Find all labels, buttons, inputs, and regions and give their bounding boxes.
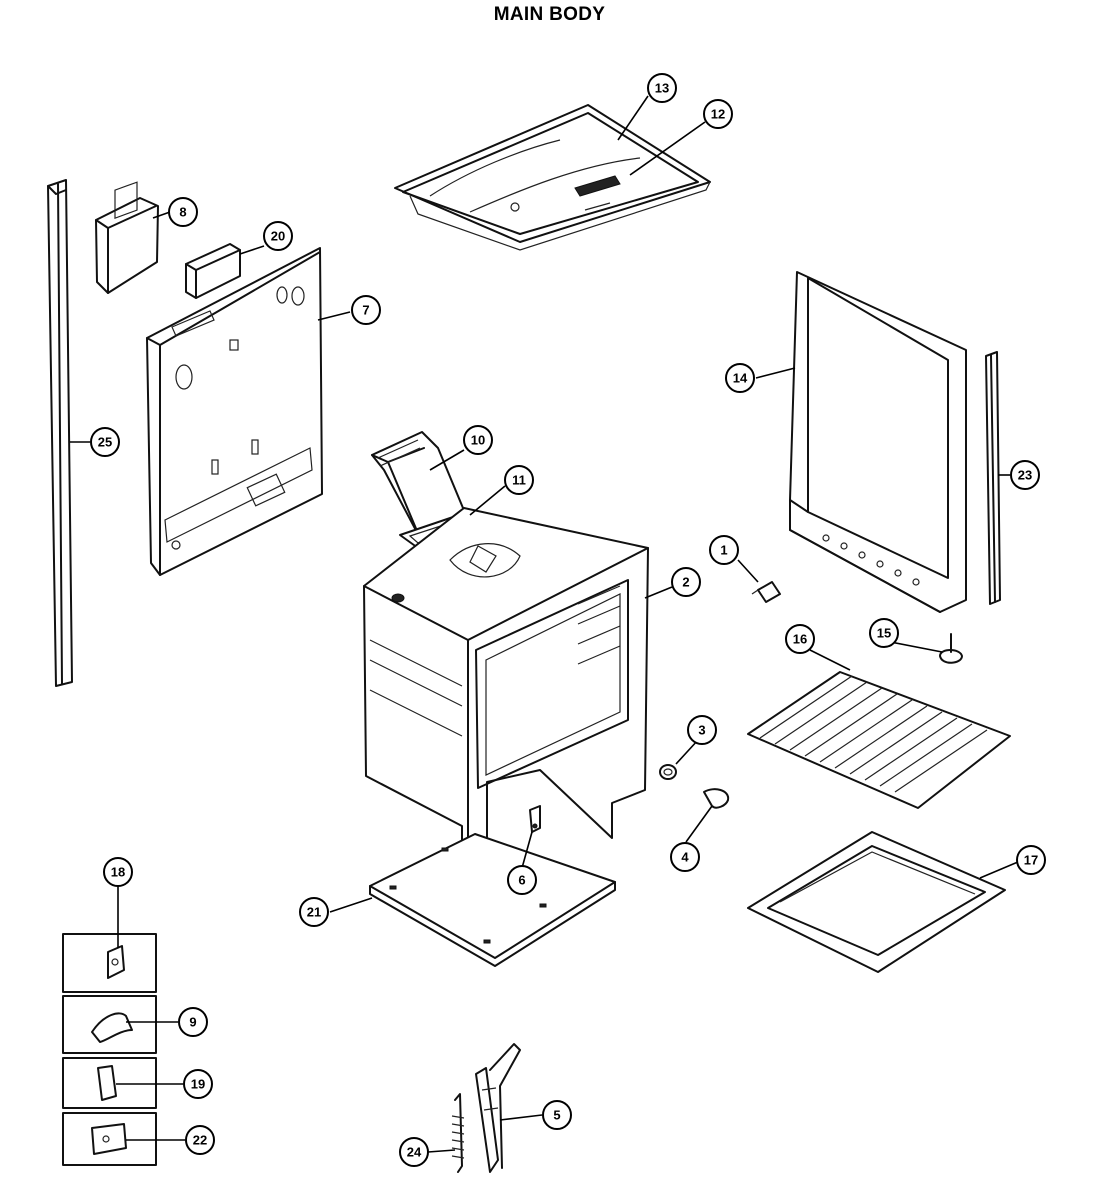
base-plate-part-21: [369, 833, 616, 967]
callout-label: 3: [698, 723, 705, 738]
leader-lines: [70, 95, 1019, 1153]
callout-label: 21: [307, 905, 321, 920]
boxed-part-19: [62, 1057, 157, 1109]
clip-part-6: [529, 805, 541, 833]
callout-7: 7: [351, 295, 381, 325]
boxed-part-9: [62, 995, 157, 1054]
callout-4: 4: [670, 842, 700, 872]
callout-label: 5: [553, 1108, 560, 1123]
callout-22: 22: [185, 1125, 215, 1155]
callout-5: 5: [542, 1100, 572, 1130]
callout-19: 19: [183, 1069, 213, 1099]
callout-11: 11: [504, 465, 534, 495]
callout-label: 13: [655, 81, 669, 96]
tray-part-17: [747, 831, 1006, 973]
callout-label: 8: [179, 205, 186, 220]
oven-rack-part-16: [747, 671, 1011, 809]
callout-14: 14: [725, 363, 755, 393]
callout-16: 16: [785, 624, 815, 654]
spring-part-24: [451, 1093, 465, 1173]
callout-20: 20: [263, 221, 293, 251]
callout-12: 12: [703, 99, 733, 129]
callout-1: 1: [709, 535, 739, 565]
callout-label: 23: [1018, 468, 1032, 483]
callout-15: 15: [869, 618, 899, 648]
page-title: MAIN BODY: [493, 4, 606, 25]
back-panel-part-7: [146, 247, 323, 576]
hinge-part-5: [475, 1043, 521, 1173]
callout-label: 24: [407, 1145, 422, 1160]
callout-label: 19: [191, 1077, 205, 1092]
callout-label: 15: [877, 626, 891, 641]
callout-25: 25: [90, 427, 120, 457]
side-panel-part-14: [789, 271, 967, 613]
callout-label: 2: [682, 575, 689, 590]
knob-part-4: [703, 788, 730, 809]
callout-9: 9: [178, 1007, 208, 1037]
callout-label: 11: [512, 473, 526, 488]
callout-13: 13: [647, 73, 677, 103]
callout-label: 25: [98, 435, 112, 450]
callout-21: 21: [299, 897, 329, 927]
callout-23: 23: [1010, 460, 1040, 490]
callout-label: 9: [189, 1015, 196, 1030]
callout-label: 7: [362, 303, 369, 318]
callout-17: 17: [1016, 845, 1046, 875]
callout-8: 8: [168, 197, 198, 227]
trim-strip-part-25: [47, 179, 73, 687]
callout-10: 10: [463, 425, 493, 455]
bushing-part-3: [659, 764, 677, 780]
leveling-leg-part-15: [939, 633, 963, 664]
callout-6: 6: [507, 865, 537, 895]
callout-label: 22: [193, 1133, 207, 1148]
knob-part-1: [751, 581, 781, 603]
callout-24: 24: [399, 1137, 429, 1167]
trim-strip-part-23: [985, 351, 1001, 605]
callout-18: 18: [103, 857, 133, 887]
top-panel-part-13: [394, 104, 711, 251]
oven-body-part-2: [363, 507, 649, 884]
callout-label: 6: [518, 873, 525, 888]
bracket-part-20: [185, 243, 241, 299]
callout-label: 16: [793, 632, 807, 647]
control-box-part-8: [95, 181, 159, 294]
boxed-part-22: [62, 1112, 157, 1166]
callout-label: 17: [1024, 853, 1038, 868]
callout-label: 18: [111, 865, 125, 880]
callout-3: 3: [687, 715, 717, 745]
callout-label: 14: [733, 371, 748, 386]
callout-label: 4: [681, 850, 689, 865]
boxed-part-18: [62, 933, 157, 993]
callout-label: 20: [271, 229, 285, 244]
callout-label: 12: [711, 107, 725, 122]
callout-label: 10: [471, 433, 485, 448]
callout-label: 1: [720, 543, 727, 558]
callout-2: 2: [671, 567, 701, 597]
